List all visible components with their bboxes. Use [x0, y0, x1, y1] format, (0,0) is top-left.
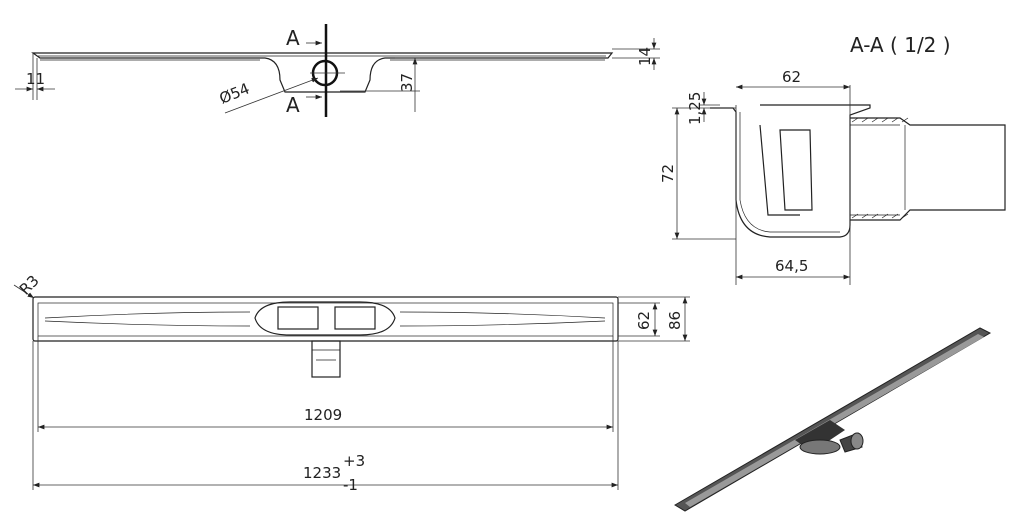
section-title: A-A ( 1/2 ): [850, 33, 951, 57]
isometric-view: [674, 327, 992, 512]
section-mark-top: A: [286, 26, 300, 50]
dim-height: 14: [636, 47, 654, 66]
dim-outlet-depth: 37: [398, 73, 416, 92]
dim-inner-width: 62: [635, 311, 653, 330]
dim-bottom-width: 64,5: [775, 257, 808, 275]
dim-radius: R3: [16, 272, 43, 299]
tol-plus: +3: [343, 452, 365, 470]
section-view: 62 1,25 72 64,5: [659, 68, 1006, 285]
side-view: A A 11 Ø54 37 14: [15, 24, 660, 117]
section-mark-bottom: A: [286, 93, 300, 117]
plan-view: R3 62 86 1209 1233 +3 -1: [13, 272, 690, 494]
dim-outer-width: 86: [666, 311, 684, 330]
dim-outlet-diameter: Ø54: [217, 79, 252, 107]
tol-minus: -1: [343, 476, 358, 494]
dim-inner-length: 1209: [304, 406, 342, 424]
dim-outer-length: 1233: [303, 464, 341, 482]
dim-depth: 72: [659, 164, 677, 183]
dim-edge: 11: [26, 70, 45, 88]
dim-top-width: 62: [782, 68, 801, 86]
dim-flange: 1,25: [686, 92, 704, 125]
